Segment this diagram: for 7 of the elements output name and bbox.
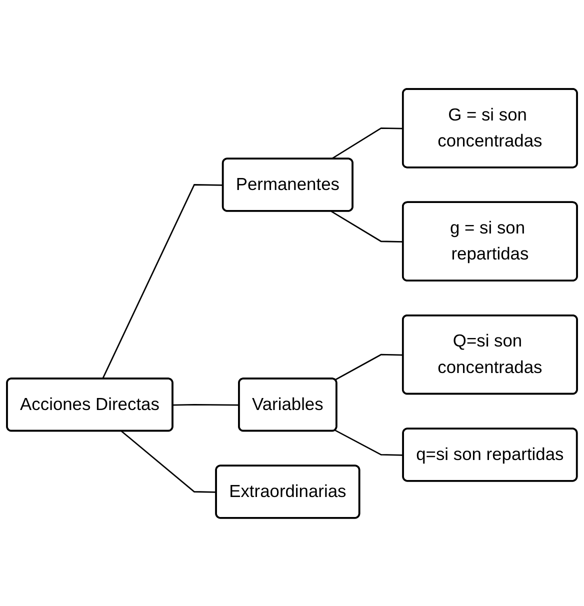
- connector: [102, 184, 224, 379]
- connector: [330, 210, 404, 242]
- connector: [172, 404, 240, 406]
- connector: [334, 429, 404, 456]
- connector: [121, 430, 216, 492]
- connector: [334, 353, 404, 380]
- connector: [330, 127, 404, 160]
